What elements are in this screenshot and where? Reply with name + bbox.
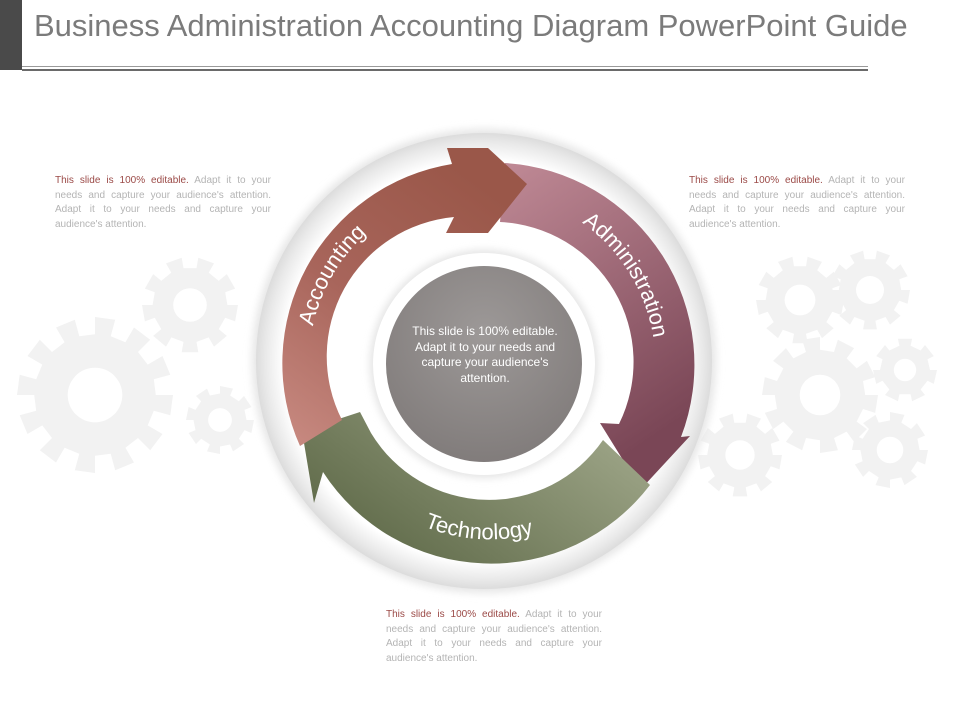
note-bottom: This slide is 100% editable. Adapt it to… [386,608,602,666]
note-right: This slide is 100% editable. Adapt it to… [689,174,905,232]
center-disc [386,266,582,462]
administration-arrow [500,163,695,489]
technology-arrow [302,412,650,564]
gear-hole [893,358,917,382]
note-bottom-lead: This slide is 100% editable. [386,609,520,620]
page-title: Business Administration Accounting Diagr… [34,8,908,43]
note-right-lead: This slide is 100% editable. [689,175,823,186]
gear-hole [208,408,232,432]
accounting-arrow [282,148,527,446]
gear-hole [876,436,904,464]
gear-hole [725,440,755,470]
gear-hole [799,374,841,416]
note-bottom-body: Adapt it to your needs and capture your … [386,609,602,664]
note-left-lead: This slide is 100% editable. [55,175,189,186]
title-accent-bar [0,0,22,70]
title-divider [22,66,868,67]
note-left: This slide is 100% editable. Adapt it to… [55,174,271,232]
gear-hole [784,284,816,316]
gear-hole [856,276,884,304]
note-left-body: Adapt it to your needs and capture your … [55,175,271,230]
center-text: This slide is 100% editable. Adapt it to… [412,324,558,385]
gear-hole [67,367,123,423]
note-right-body: Adapt it to your needs and capture your … [689,175,905,230]
gear-hole [173,288,207,322]
title-divider-thick [22,69,868,71]
background-gears [17,250,937,497]
